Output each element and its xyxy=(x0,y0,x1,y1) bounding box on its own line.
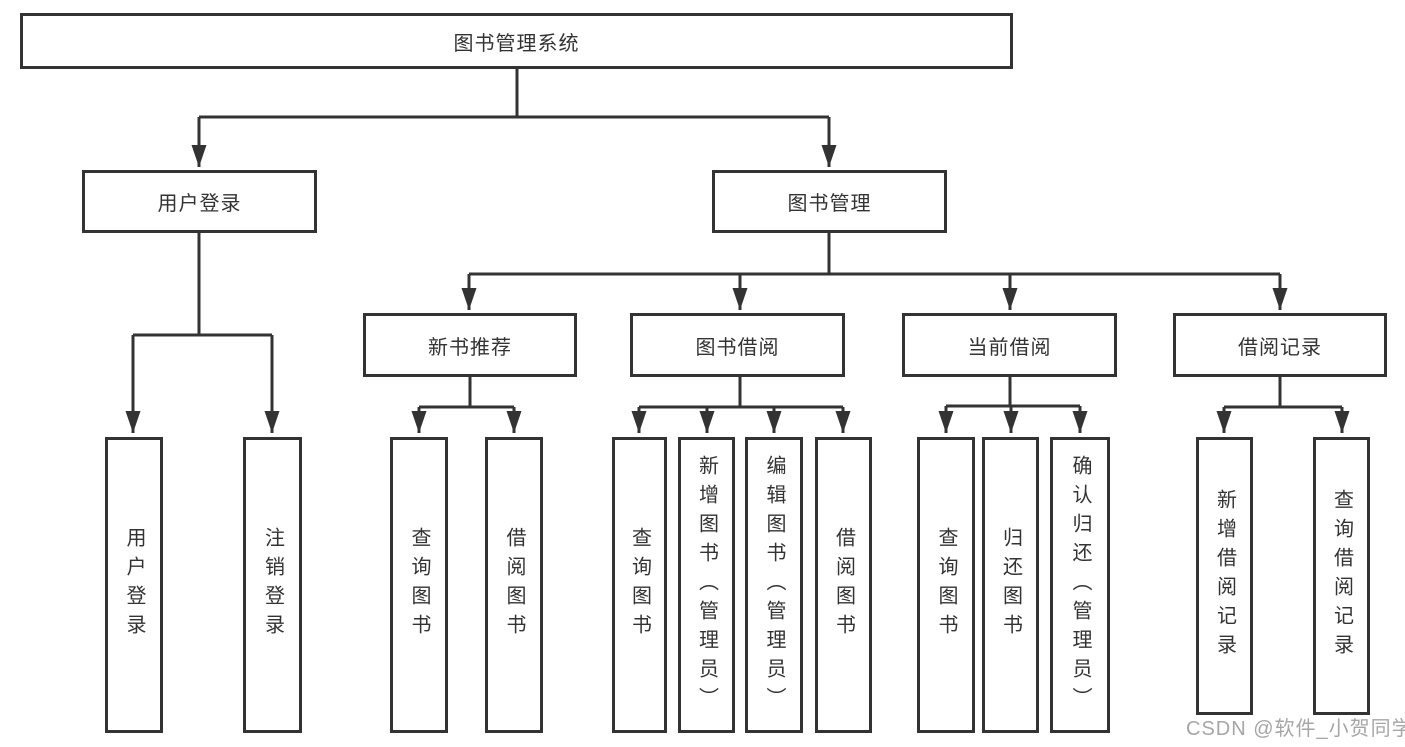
node-label: 新增图书（管理员） xyxy=(695,454,718,716)
node-label: 图书借阅 xyxy=(695,336,780,359)
leaf-cb-confirm-return-admin: 确认归还（管理员） xyxy=(1050,437,1110,733)
node-label: 查询图书 xyxy=(628,527,651,643)
leaf-br-add-borrow-record: 新增借阅记录 xyxy=(1196,437,1253,715)
node-label: 借阅图书 xyxy=(503,527,525,643)
leaf-br-query-borrow-record: 查询借阅记录 xyxy=(1313,437,1370,715)
csdn-watermark: CSDN @软件_小贺同学 xyxy=(1186,718,1405,740)
node-label: 注销登录 xyxy=(261,527,284,643)
node-borrowing-records: 借阅记录 xyxy=(1173,313,1387,377)
node-label: 用户登录 xyxy=(157,193,242,215)
node-library-management-system: 图书管理系统 xyxy=(20,13,1013,69)
node-label: 编辑图书（管理员） xyxy=(763,454,785,716)
node-label: 图书管理 xyxy=(787,193,872,215)
node-label: 用户登录 xyxy=(123,527,145,643)
leaf-bb-edit-books-admin: 编辑图书（管理员） xyxy=(745,437,803,733)
leaf-bb-add-books-admin: 新增图书（管理员） xyxy=(678,437,735,733)
leaf-bb-borrow-books: 借阅图书 xyxy=(815,437,872,733)
leaf-bb-query-books: 查询图书 xyxy=(612,437,667,733)
leaf-nbr-query-books: 查询图书 xyxy=(390,437,448,733)
node-label: 图书管理系统 xyxy=(453,32,580,55)
node-label: 借阅记录 xyxy=(1238,336,1322,359)
node-label: 借阅图书 xyxy=(832,527,855,643)
leaf-nbr-borrow-books: 借阅图书 xyxy=(485,437,543,733)
leaf-cb-query-books: 查询图书 xyxy=(917,437,975,733)
node-label: 当前借阅 xyxy=(967,336,1052,359)
node-user-login: 用户登录 xyxy=(82,170,317,233)
node-new-book-recommendation: 新书推荐 xyxy=(363,313,577,377)
node-label: 确认归还（管理员） xyxy=(1069,454,1091,716)
node-label: 新书推荐 xyxy=(428,336,512,359)
node-current-borrowing: 当前借阅 xyxy=(902,313,1117,377)
node-label: 查询图书 xyxy=(408,527,430,643)
node-book-management: 图书管理 xyxy=(712,170,947,233)
node-label: 归还图书 xyxy=(999,527,1022,643)
node-book-borrowing: 图书借阅 xyxy=(630,313,845,377)
leaf-user-login: 用户登录 xyxy=(105,437,163,733)
node-label: 查询借阅记录 xyxy=(1330,489,1353,663)
node-label: 查询图书 xyxy=(935,527,957,643)
leaf-logout-login: 注销登录 xyxy=(243,437,302,733)
node-label: 新增借阅记录 xyxy=(1213,489,1236,663)
leaf-cb-return-books: 归还图书 xyxy=(982,437,1039,733)
